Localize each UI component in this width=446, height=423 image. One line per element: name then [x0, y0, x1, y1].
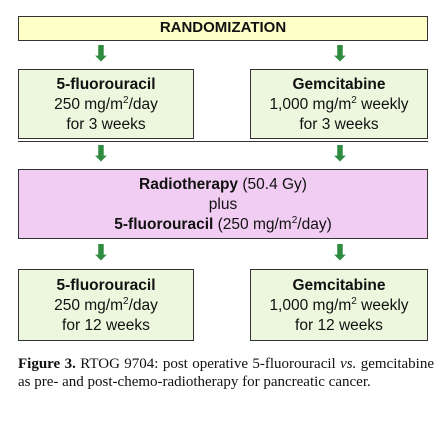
caption-vs: vs. [340, 356, 357, 372]
drug-name: Gemcitabine [292, 76, 386, 93]
dose-text: 1,000 mg/m2 weekly [269, 94, 409, 113]
randomization-label: RANDOMIZATION [159, 19, 287, 36]
drug-name: 5-fluorouracil [56, 76, 156, 93]
arm-box-5fu-3-weeks: 5-fluorouracil 250 mg/m2/day for 3 weeks [18, 69, 194, 139]
radiotherapy-box: Radiotherapy (50.4 Gy) plus 5-fluorourac… [18, 169, 428, 239]
arrow-down-icon: ⬇ [91, 142, 111, 167]
caption-text: RTOG 9704: post operative 5-fluorouracil [75, 356, 341, 372]
arrow-down-icon: ⬇ [91, 42, 111, 67]
arrow-down-icon: ⬇ [91, 241, 111, 266]
drug-name: Gemcitabine [292, 277, 386, 294]
figure-label: Figure 3. [18, 356, 76, 372]
arm-box-5fu-12-weeks: 5-fluorouracil 250 mg/m2/day for 12 week… [18, 269, 194, 341]
arm-box-gemcitabine-3-weeks: Gemcitabine 1,000 mg/m2 weekly for 3 wee… [250, 69, 428, 139]
plus-line: plus [208, 196, 238, 213]
duration-text: for 3 weeks [66, 116, 146, 133]
drug-name: 5-fluorouracil [56, 277, 156, 294]
divider-line [18, 141, 428, 142]
duration-text: for 12 weeks [62, 317, 150, 334]
duration-text: for 3 weeks [299, 116, 379, 133]
5fu-line: 5-fluorouracil (250 mg/m2/day) [114, 214, 332, 233]
figure-caption: Figure 3. RTOG 9704: post operative 5-fl… [18, 355, 434, 391]
arm-box-gemcitabine-12-weeks: Gemcitabine 1,000 mg/m2 weekly for 12 we… [250, 269, 428, 341]
dose-text: 250 mg/m2/day [54, 94, 158, 113]
duration-text: for 12 weeks [295, 317, 383, 334]
radiotherapy-line: Radiotherapy (50.4 Gy) [139, 176, 307, 193]
dose-text: 250 mg/m2/day [54, 295, 158, 314]
randomization-box: RANDOMIZATION [18, 16, 428, 41]
arrow-down-icon: ⬇ [330, 241, 350, 266]
arrow-down-icon: ⬇ [330, 142, 350, 167]
dose-text: 1,000 mg/m2 weekly [269, 295, 409, 314]
arrow-down-icon: ⬇ [330, 42, 350, 67]
caption-text: gemcitabine as pre- and post-chemo-radio… [18, 356, 435, 390]
